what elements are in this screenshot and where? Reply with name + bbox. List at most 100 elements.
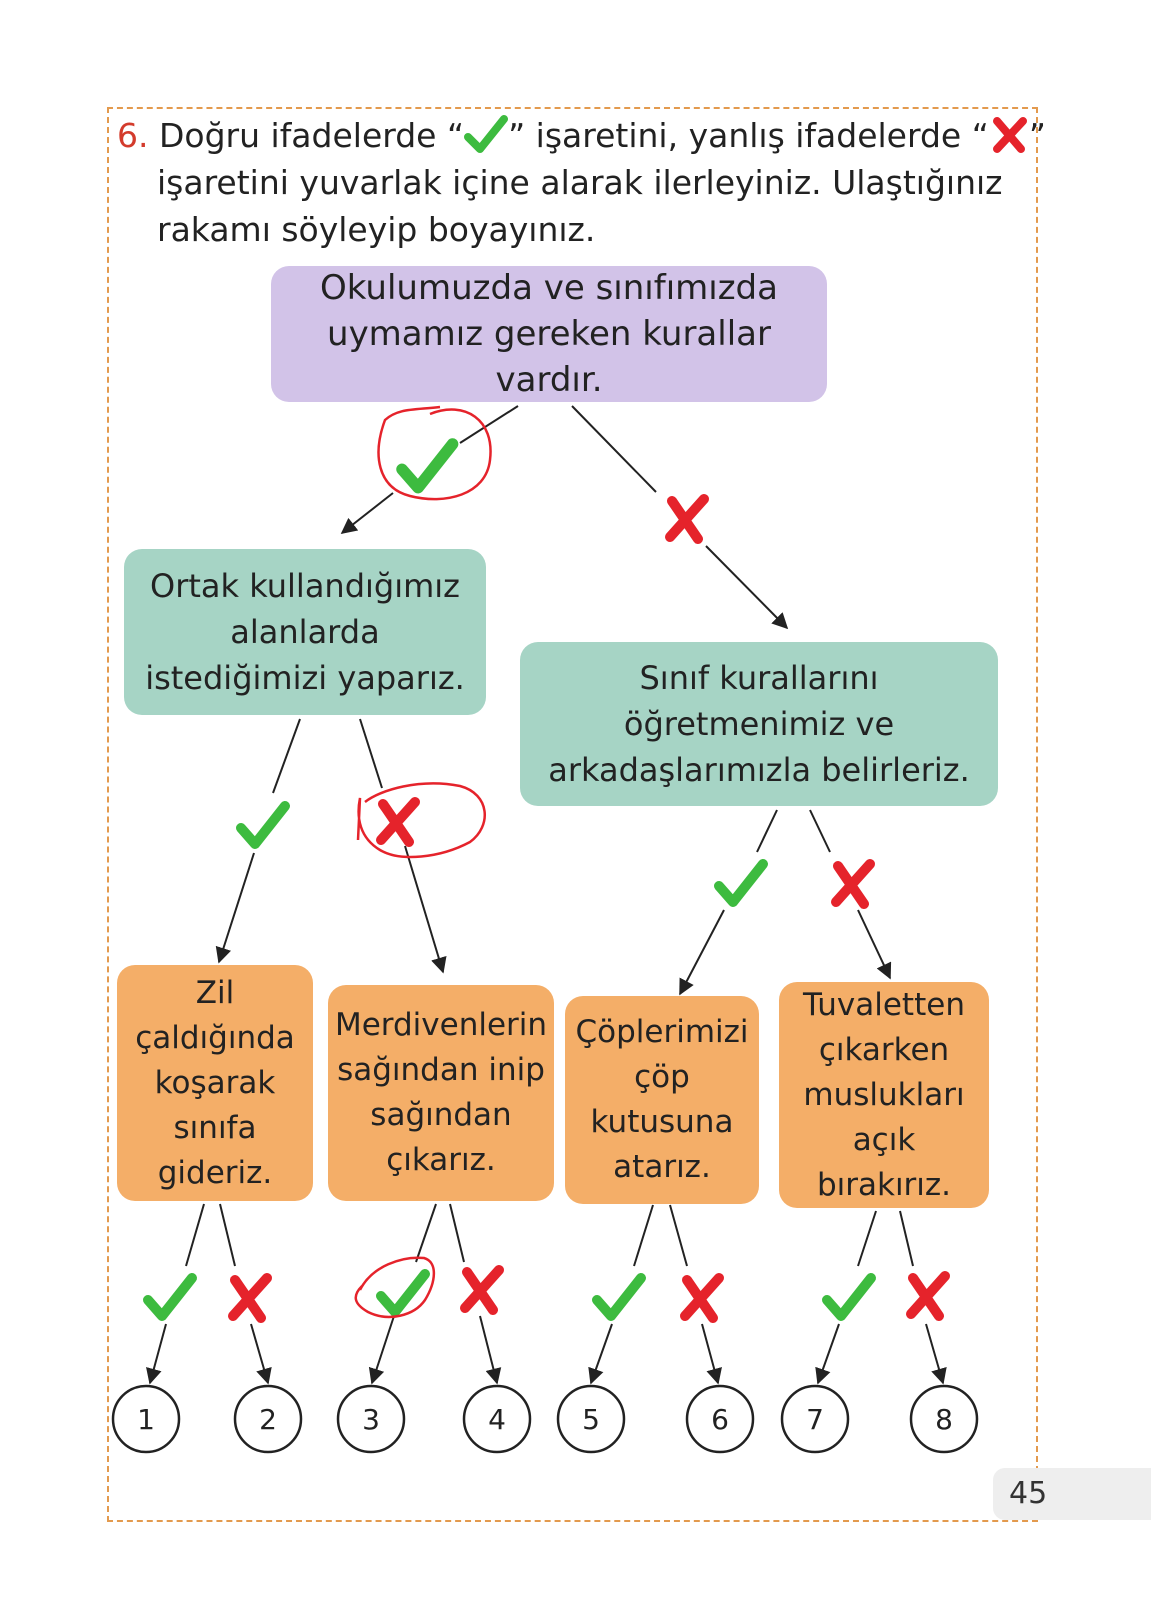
check-icon bbox=[376, 1269, 430, 1317]
connector-line bbox=[809, 809, 831, 853]
end-number-label: 3 bbox=[362, 1403, 380, 1436]
hand-drawn-circles bbox=[354, 405, 492, 1319]
leaf-statement-box-2: Merdivenlerin sağından inip sağından çık… bbox=[328, 985, 554, 1201]
connector-line bbox=[633, 1204, 654, 1267]
end-number-circle bbox=[462, 1384, 532, 1454]
leaf-line: Tuvaletten bbox=[803, 986, 965, 1023]
end-number-circle bbox=[909, 1384, 979, 1454]
leaf-line: gideriz. bbox=[157, 1154, 273, 1191]
leaf-line: çöp bbox=[634, 1059, 690, 1095]
leaf-line: muslukları bbox=[803, 1076, 965, 1113]
leaf-line: koşarak bbox=[154, 1064, 276, 1101]
answer-circle-annotation bbox=[354, 1256, 436, 1319]
connector-arrow bbox=[368, 1315, 395, 1385]
question-line-1: 6. Doğru ifadelerde “” işaretini, yanlış… bbox=[117, 112, 1046, 159]
end-number-label: 2 bbox=[259, 1403, 277, 1436]
left-statement-line: istediğimizi yaparız. bbox=[145, 659, 465, 697]
connector-arrow bbox=[250, 1323, 272, 1385]
cross-icon bbox=[906, 1271, 950, 1321]
end-number-circle bbox=[111, 1384, 181, 1454]
leaf-line: çaldığında bbox=[135, 1019, 295, 1056]
connector-arrow bbox=[340, 492, 394, 534]
connector-line bbox=[449, 1203, 465, 1263]
end-number-circle bbox=[685, 1384, 755, 1454]
left-statement-box: Ortak kullandığımız alanlarda istediğimi… bbox=[124, 549, 486, 715]
connector-arrow bbox=[857, 909, 892, 980]
leaf-line: sınıfa bbox=[173, 1109, 257, 1146]
left-statement-line: Ortak kullandığımız bbox=[150, 567, 460, 605]
connector-arrow bbox=[679, 909, 725, 996]
leaf-statement-box-4: Tuvaletten çıkarken muslukları açık bıra… bbox=[779, 982, 989, 1208]
top-statement-line: uymamız gereken kurallar vardır. bbox=[327, 314, 771, 400]
connector-lines bbox=[146, 405, 947, 1385]
check-icon bbox=[822, 1273, 876, 1321]
answer-circle-annotation bbox=[356, 782, 486, 859]
cross-icon bbox=[665, 494, 709, 544]
connector-line bbox=[669, 1204, 688, 1267]
top-statement-line: Okulumuzda ve sınıfımızda bbox=[320, 268, 778, 308]
check-icon bbox=[396, 438, 459, 494]
connector-line bbox=[359, 718, 383, 789]
connector-arrow bbox=[215, 852, 255, 964]
connector-line bbox=[272, 718, 301, 794]
end-number-circle bbox=[556, 1384, 626, 1454]
connector-arrow bbox=[479, 1315, 502, 1385]
left-statement-line: alanlarda bbox=[230, 613, 380, 651]
end-number-label: 6 bbox=[711, 1403, 729, 1436]
right-statement-line: arkadaşlarımızla belirleriz. bbox=[548, 751, 970, 789]
connector-line bbox=[899, 1210, 914, 1267]
question-line-1-part-c: ” bbox=[1028, 116, 1046, 155]
right-statement-line: Sınıf kurallarını bbox=[639, 659, 879, 697]
connector-line bbox=[571, 405, 657, 493]
connector-arrow bbox=[588, 1323, 613, 1385]
connector-line bbox=[219, 1203, 236, 1267]
check-icon bbox=[464, 115, 509, 153]
question-line-1-part-a: Doğru ifadelerde “ bbox=[159, 116, 465, 155]
check-icon bbox=[236, 801, 290, 849]
connector-arrow bbox=[701, 1323, 722, 1385]
connector-arrow bbox=[815, 1323, 840, 1385]
right-statement-line: öğretmenimiz ve bbox=[623, 705, 895, 743]
cross-icon bbox=[831, 859, 875, 909]
leaf-line: açık bbox=[852, 1121, 916, 1158]
leaf-line: kutusuna bbox=[590, 1104, 734, 1140]
cross-icon bbox=[228, 1273, 272, 1323]
end-number-circle bbox=[233, 1384, 303, 1454]
end-number-circle bbox=[336, 1384, 406, 1454]
leaf-statement-box-3: Çöplerimizi çöp kutusuna atarız. bbox=[565, 996, 759, 1204]
end-number-label: 8 bbox=[935, 1403, 953, 1436]
connector-line bbox=[459, 405, 519, 444]
end-number-circle bbox=[780, 1384, 850, 1454]
question-line-1-part-b: ” işaretini, yanlış ifadelerde “ bbox=[508, 116, 989, 155]
check-icon bbox=[592, 1273, 646, 1321]
leaf-line: sağından inip bbox=[337, 1052, 545, 1088]
end-number-label: 1 bbox=[137, 1403, 155, 1436]
question-line-2: işaretini yuvarlak içine alarak ilerleyi… bbox=[157, 163, 1003, 202]
connector-line bbox=[857, 1210, 877, 1267]
leaf-line: Çöplerimizi bbox=[575, 1014, 749, 1050]
connector-arrow bbox=[925, 1323, 947, 1385]
answer-circle-annotation bbox=[377, 405, 492, 501]
connector-arrow bbox=[404, 845, 447, 974]
cross-icon bbox=[460, 1265, 504, 1315]
dashed-frame bbox=[107, 107, 1038, 1522]
choice-marks bbox=[143, 438, 950, 1323]
leaf-line: Merdivenlerin bbox=[334, 1007, 548, 1043]
leaf-line: sağından bbox=[370, 1097, 512, 1133]
question-line-3: rakamı söyleyip boyayınız. bbox=[157, 210, 596, 249]
cross-icon bbox=[992, 117, 1027, 153]
leaf-line: atarız. bbox=[613, 1149, 711, 1185]
connector-arrow bbox=[705, 545, 789, 630]
connector-line bbox=[415, 1203, 437, 1263]
cross-icon bbox=[376, 797, 420, 847]
connector-line bbox=[756, 809, 778, 853]
end-number-label: 5 bbox=[582, 1403, 600, 1436]
leaf-line: Zil bbox=[195, 974, 235, 1011]
end-number-label: 4 bbox=[488, 1403, 506, 1436]
leaf-statement-box-1: Zil çaldığında koşarak sınıfa gideriz. bbox=[117, 965, 313, 1201]
leaf-line: çıkarken bbox=[818, 1031, 950, 1068]
connector-arrow bbox=[146, 1323, 167, 1385]
check-icon bbox=[714, 859, 768, 907]
